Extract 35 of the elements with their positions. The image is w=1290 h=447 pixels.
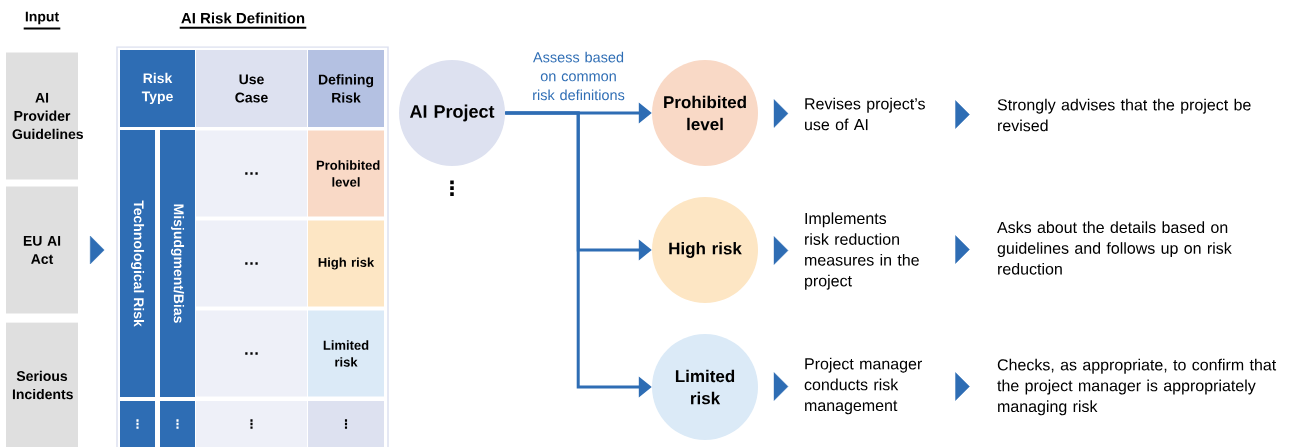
response-text: Checks, as appropriate, to confirm that the project manager is appropriately managing risk <box>997 358 1277 416</box>
input-box: AI Provider Guidelines <box>6 52 83 180</box>
chevron-arrow <box>955 100 970 129</box>
risk-type-cell: Technological Risk <box>120 130 155 397</box>
chevron-arrow <box>773 99 789 128</box>
input-box: Serious Incidents <box>6 322 78 447</box>
chevron-arrow <box>955 235 970 264</box>
action-text: Implements risk reduction measures in the project <box>805 212 919 290</box>
response-text: Asks about the details based on guidelines and follows up on risk reduction <box>997 221 1232 275</box>
header-cell: Defining Risk <box>308 50 384 127</box>
table-cell: … <box>196 130 307 217</box>
header-cell: Risk Type <box>120 50 195 127</box>
table-heading: AI Risk Definition <box>178 12 308 29</box>
chevron-arrow <box>773 372 789 401</box>
table-cell: … <box>196 220 307 307</box>
chevron-arrow <box>955 372 970 401</box>
table-cell: … <box>196 310 307 397</box>
table-cell: ⋮ <box>160 401 195 447</box>
response-text: Strongly advises that the project be revised <box>997 98 1251 132</box>
risk-level-cell: Prohibited level <box>308 130 384 217</box>
risk-type-cell: Misjudgment/Bias <box>160 130 195 397</box>
table-cell: ⋮ <box>196 401 307 447</box>
action-text: Project manager conducts risk management <box>804 357 922 415</box>
chevron-arrow <box>773 236 789 265</box>
header-cell: Use Case <box>196 50 307 127</box>
input-box: EU AI Act <box>6 186 78 314</box>
table-cell: ⋮ <box>120 401 155 447</box>
chevron-arrow <box>90 235 105 265</box>
risk-level-cell: Limited risk <box>308 310 384 397</box>
ellipsis-mark: ⋮ <box>450 180 454 196</box>
table-cell: ⋮ <box>308 401 384 447</box>
risk-level-cell: High risk <box>308 220 384 307</box>
edge-label: Assess based on common risk definitions <box>533 51 625 101</box>
column-heading: Input <box>22 11 62 30</box>
action-text: Revises project’s use of AI <box>805 97 925 131</box>
